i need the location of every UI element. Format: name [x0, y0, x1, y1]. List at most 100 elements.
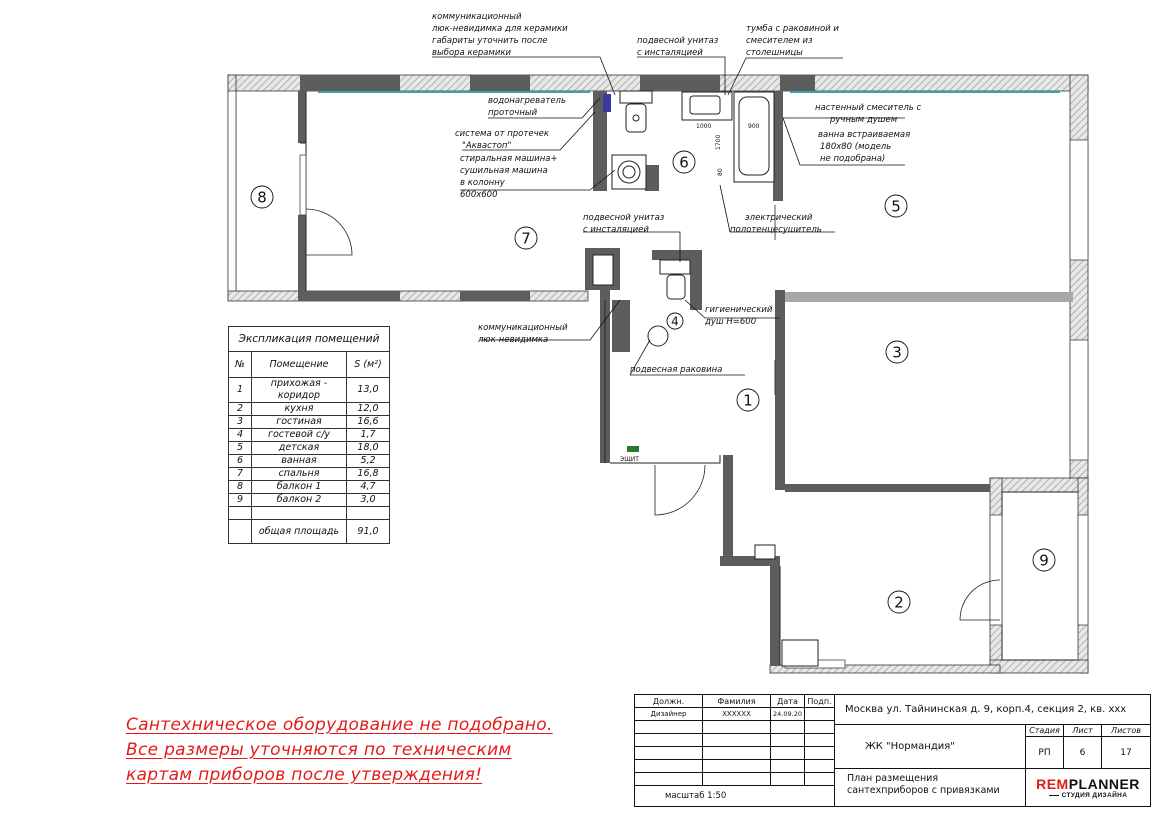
- note-washer-1: стиральная машина+: [460, 154, 558, 164]
- note-hygienic-1: гигиенический: [705, 305, 773, 315]
- stamp-complex: ЖК "Нормандия": [835, 725, 1026, 769]
- stamp-h-sheet: Лист: [1064, 725, 1102, 737]
- row-number: 3: [228, 415, 252, 429]
- partition-wall: [785, 292, 1073, 302]
- note-vanity-1: тумба с раковиной и: [746, 24, 839, 34]
- row-area: 16,6: [346, 415, 390, 429]
- row-area: 18,0: [346, 441, 390, 455]
- title-block: Должн. Фамилия Дата Подп. Дизайнер XXXXX…: [634, 694, 1151, 807]
- row-room: прихожая - коридор: [251, 377, 347, 403]
- stamp-empty: [635, 773, 703, 786]
- row-area: 4,7: [346, 480, 390, 494]
- row-area: 12,0: [346, 402, 390, 416]
- stove-icon: [781, 639, 819, 667]
- wc-installation-2: [659, 259, 691, 275]
- stamp-empty: [805, 760, 835, 773]
- stamp-date: 24.09.20: [771, 708, 805, 721]
- stamp-empty: [805, 721, 835, 734]
- stamp-empty: [805, 773, 835, 786]
- dim-1000: 1000: [696, 123, 711, 130]
- col-room: Помещение: [251, 351, 347, 378]
- stamp-empty: [635, 734, 703, 747]
- logo-rule-left: [1048, 795, 1059, 796]
- row-room: гостиная: [251, 415, 347, 429]
- room-number-7: 7: [521, 230, 531, 248]
- row-room: гостевой с/у: [251, 428, 347, 442]
- total-value: 91,0: [346, 519, 390, 544]
- note-hygienic-2: душ H=600: [704, 317, 756, 327]
- note-bath-1: ванна встраиваемая: [818, 130, 910, 140]
- note-aquastop-2: "Аквастоп": [462, 141, 511, 151]
- stamp-logo: REMPLANNER СТУДИЯ ДИЗАЙНА: [1026, 769, 1150, 806]
- note-mixer-1: настенный смеситель с: [815, 103, 922, 113]
- note-bath-2: 180x80 (модель: [820, 142, 891, 152]
- row-number: 1: [228, 377, 252, 403]
- stamp-scale: масштаб 1:50: [635, 786, 835, 806]
- stamp-sign: [805, 708, 835, 721]
- stamp-sheets: 17: [1102, 737, 1150, 769]
- stamp-empty: [771, 760, 805, 773]
- row-room: кухня: [251, 402, 347, 416]
- room-number-8: 8: [257, 189, 267, 207]
- stamp-h-sheets: Листов: [1102, 725, 1150, 737]
- stamp-empty: [703, 734, 771, 747]
- note-hatch-1: коммуникационный: [432, 12, 522, 22]
- row-room: спальня: [251, 467, 347, 481]
- row-area: 5,2: [346, 454, 390, 468]
- stamp-empty: [703, 721, 771, 734]
- wc-installation: [619, 90, 653, 104]
- logo-wordmark: REMPLANNER: [1036, 776, 1140, 792]
- note-towel-2: полотенцесушитель: [730, 225, 822, 235]
- leader-lines: [432, 56, 905, 376]
- note-vanity-3: столешницы: [746, 48, 803, 58]
- note-vanity-2: смесителем из: [746, 36, 813, 46]
- note-washer-3: в колонну: [460, 178, 506, 188]
- warning-line-3: картам приборов после утверждения!: [126, 765, 483, 785]
- stamp-role: Дизайнер: [635, 708, 703, 721]
- stamp-h-stage: Стадия: [1026, 725, 1064, 737]
- dim-900: 900: [748, 123, 760, 130]
- room-number-2: 2: [894, 594, 904, 612]
- row-area: 3,0: [346, 493, 390, 507]
- explication-table: Экспликация помещений № Помещение S (м²)…: [228, 326, 390, 544]
- row-number: 9: [228, 493, 252, 507]
- note-wc-mid-1: подвесной унитаз: [583, 213, 665, 223]
- doors: [305, 205, 1001, 621]
- room-number-1: 1: [743, 392, 753, 410]
- stamp-empty: [635, 747, 703, 760]
- logo-wordmark-dark: PLANNER: [1068, 776, 1140, 792]
- total-empty: [228, 519, 252, 544]
- col-area: S (м²): [346, 351, 390, 378]
- stamp-drawing-title: План размещения сантехприборов с привязк…: [835, 769, 1026, 806]
- room-number-3: 3: [892, 344, 902, 362]
- stamp-empty: [805, 747, 835, 760]
- stamp-h-role: Должн.: [635, 695, 703, 708]
- note-mixer-2: ручным душем: [829, 115, 898, 125]
- sink-icon: [647, 325, 669, 347]
- stamp-h-date: Дата: [771, 695, 805, 708]
- row-area: 16,8: [346, 467, 390, 481]
- note-heater-2: проточный: [488, 108, 538, 118]
- stamp-empty: [703, 760, 771, 773]
- logo-subtitle-text: СТУДИЯ ДИЗАЙНА: [1061, 792, 1128, 799]
- warning-line-2: Все размеры уточняются по техническим: [126, 740, 512, 760]
- stamp-empty: [703, 747, 771, 760]
- row-room: ванная: [251, 454, 347, 468]
- stamp-empty: [771, 747, 805, 760]
- dim-80: 80: [717, 168, 724, 176]
- stamp-address: Москва ул. Тайнинская д. 9, корп.4, секц…: [835, 695, 1150, 725]
- note-hatch-low-1: коммуникационный: [478, 323, 568, 333]
- logo-subtitle: СТУДИЯ ДИЗАЙНА: [1048, 792, 1128, 799]
- water-heater-icon: [603, 94, 611, 112]
- row-number: 4: [228, 428, 252, 442]
- room-number-9: 9: [1039, 552, 1049, 570]
